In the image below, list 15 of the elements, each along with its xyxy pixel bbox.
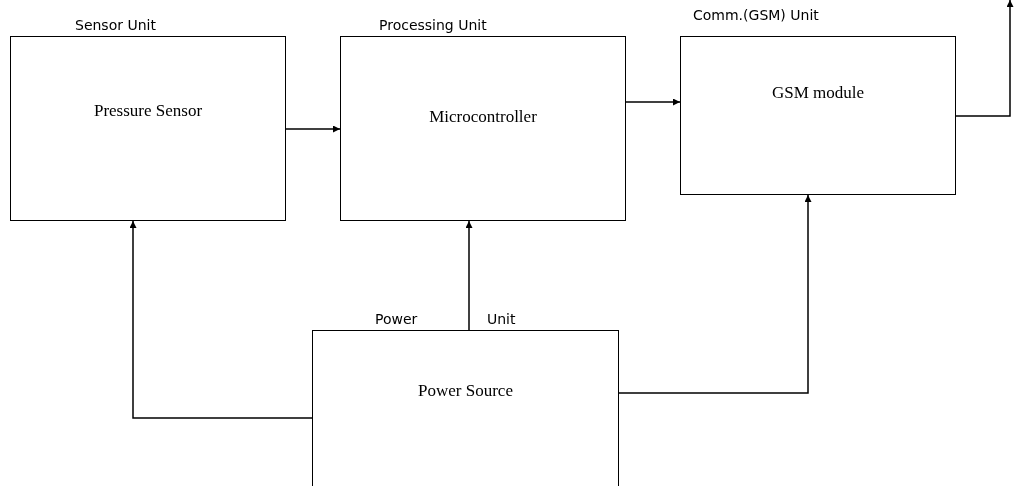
unit-label: Pressure Sensor bbox=[92, 101, 204, 121]
unit-heading: Comm.(GSM) Unit bbox=[693, 7, 819, 23]
arrow bbox=[465, 220, 473, 331]
arrow bbox=[955, 0, 1014, 117]
unit-label: Power Source bbox=[417, 381, 514, 401]
unit-label: Microcontroller bbox=[428, 107, 538, 127]
unit-heading: Processing Unit bbox=[379, 17, 487, 33]
unit-label: GSM module bbox=[770, 83, 866, 103]
unit-heading: Sensor Unit bbox=[75, 17, 156, 33]
arrow bbox=[129, 220, 313, 419]
arrow bbox=[618, 194, 812, 394]
unit-heading: Power bbox=[375, 311, 418, 327]
unit-heading: Unit bbox=[487, 311, 516, 327]
arrow bbox=[625, 98, 681, 106]
arrow bbox=[285, 125, 341, 133]
